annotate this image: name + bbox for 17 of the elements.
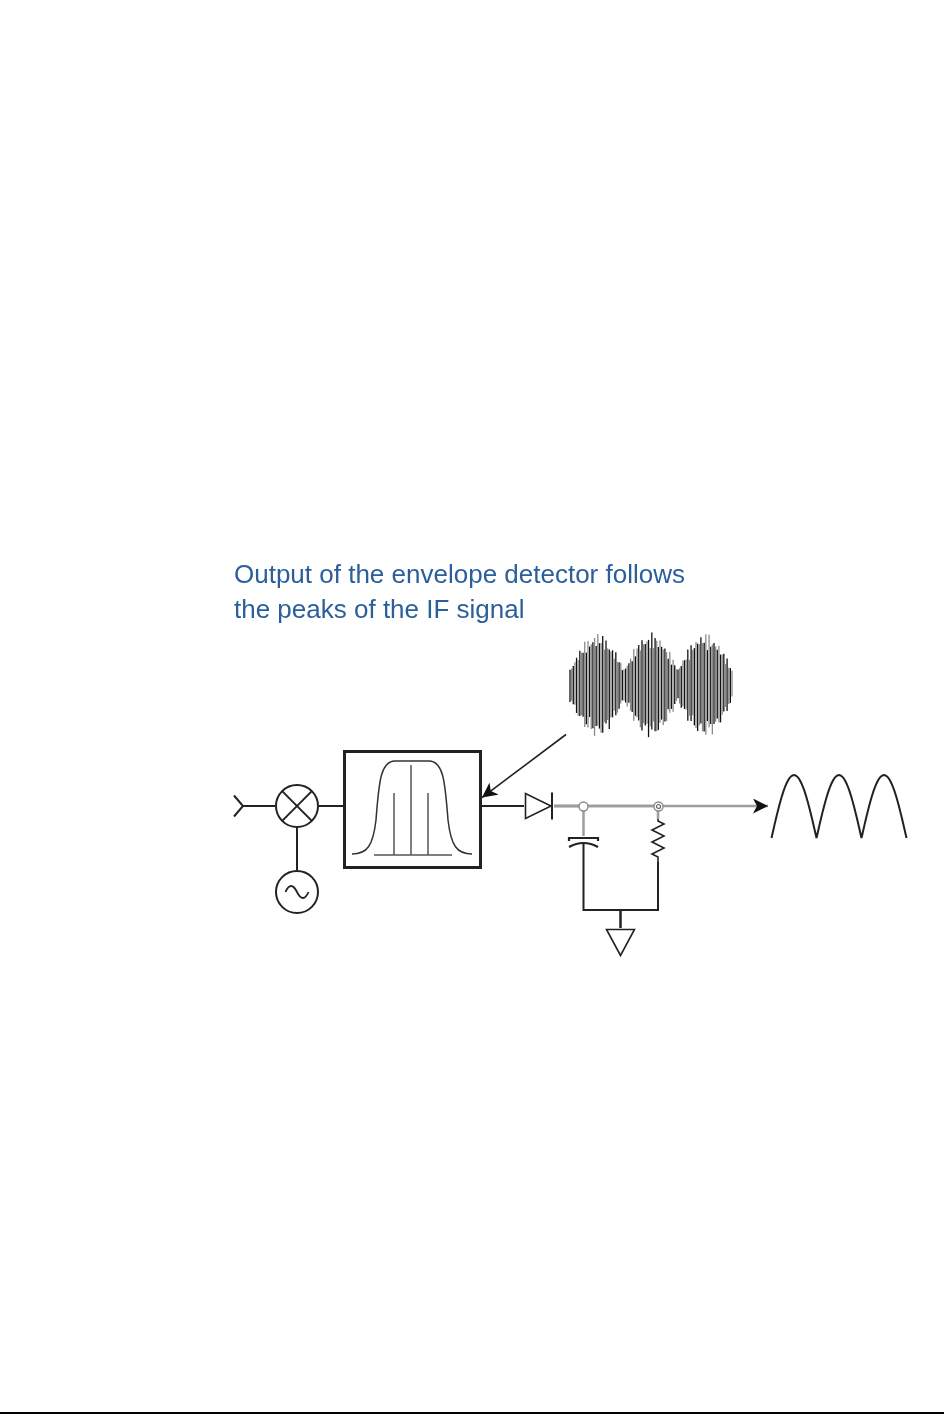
input-line — [233, 794, 276, 818]
bandpass-filter-block — [343, 750, 482, 869]
wire — [619, 861, 659, 929]
diagram-title: Output of the envelope detector follows the peaks of the IF signal — [234, 558, 686, 626]
capacitor-symbol — [567, 836, 600, 848]
wire — [296, 827, 298, 871]
leader-arrow — [481, 733, 567, 799]
wire — [554, 804, 660, 819]
mixer-symbol — [275, 784, 319, 828]
if-signal-waveform — [566, 630, 736, 740]
ground-symbol — [605, 928, 636, 957]
oscillator-symbol — [275, 870, 319, 914]
wire — [481, 805, 525, 807]
wire — [318, 805, 344, 807]
envelope-waveform — [768, 772, 910, 840]
diode-symbol — [524, 792, 554, 820]
resistor-symbol — [650, 819, 666, 862]
